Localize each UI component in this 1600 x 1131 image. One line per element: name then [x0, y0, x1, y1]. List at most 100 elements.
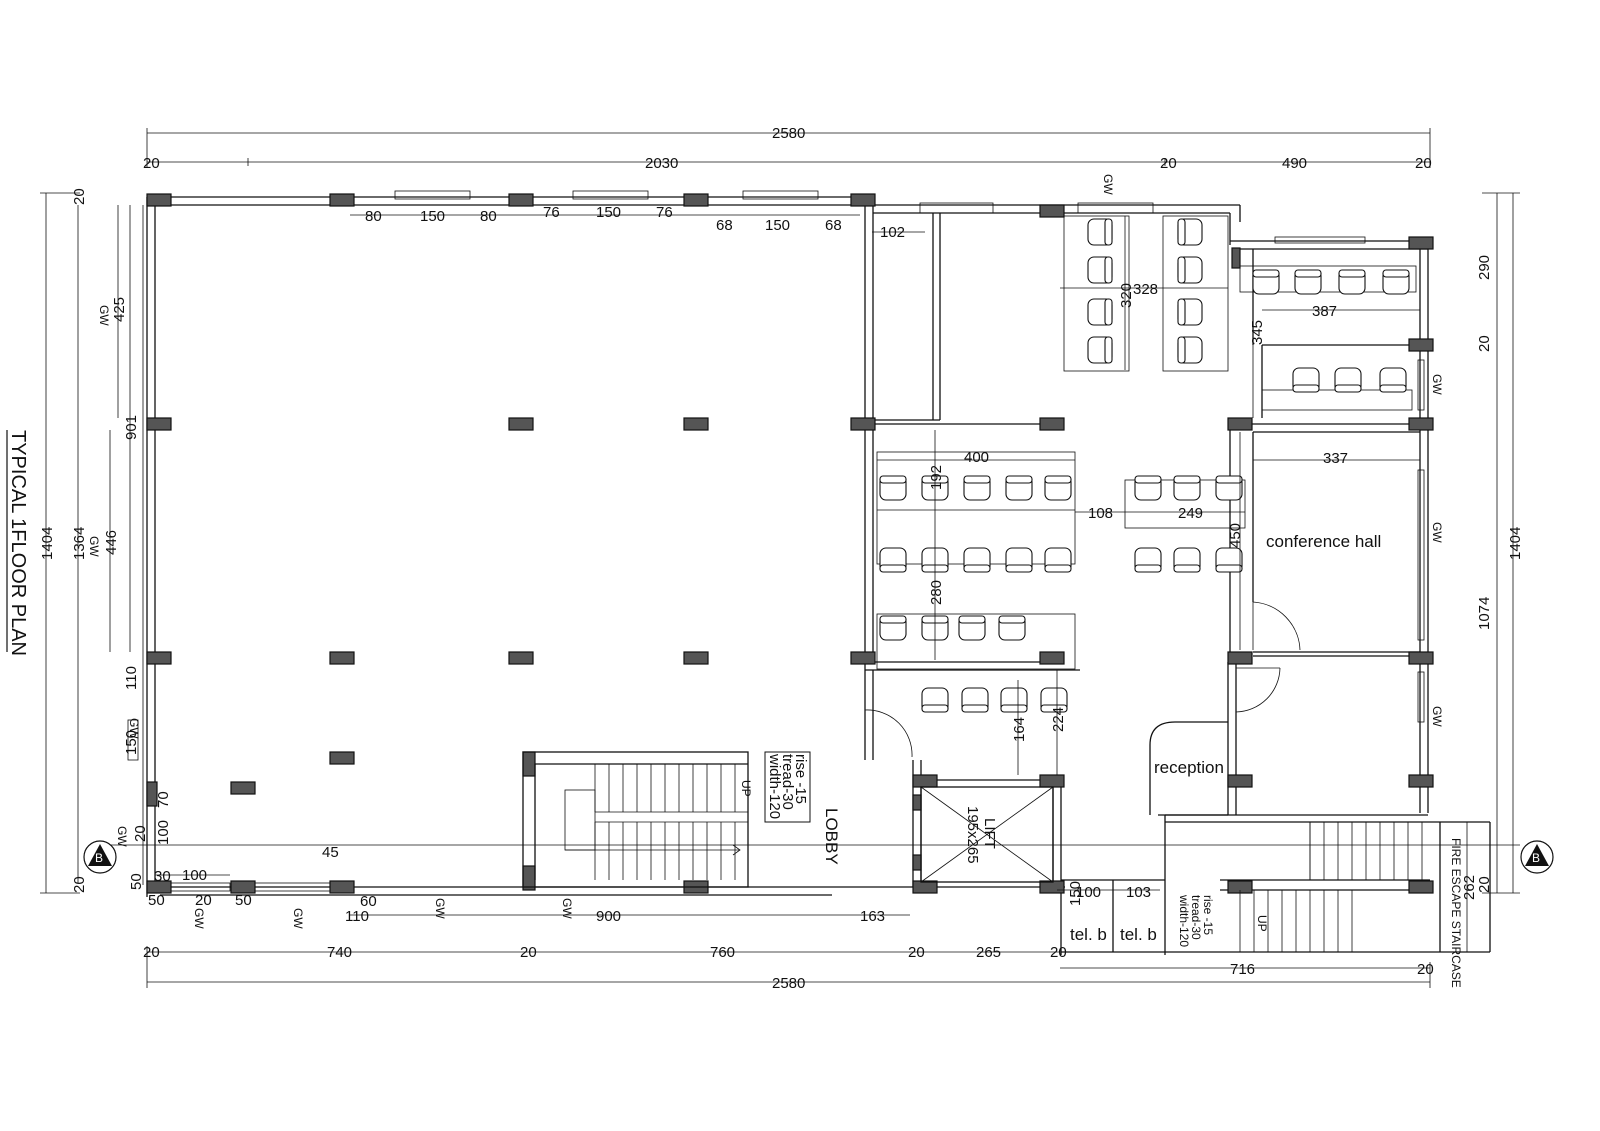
column — [329, 651, 355, 665]
dim-text: 150 — [420, 208, 445, 225]
dim-text: 76 — [543, 204, 560, 221]
column — [1227, 774, 1253, 788]
dim-text: 2580 — [772, 125, 805, 142]
column — [1231, 247, 1241, 269]
dim-text: 20 — [908, 944, 925, 961]
dim-text: 20 — [1415, 155, 1432, 172]
chair-icon — [1177, 336, 1203, 364]
chair-icon — [921, 687, 949, 713]
dim-text: 60 — [360, 893, 377, 910]
section-marker-right: B — [1520, 840, 1554, 874]
dim-text: 400 — [964, 449, 989, 466]
dim-text: 20 — [132, 825, 149, 842]
gw-label: GW — [433, 898, 447, 919]
chair-icon — [1215, 547, 1243, 573]
fire-stair-rise-label: rise -15 — [1201, 895, 1215, 935]
fire-stair-width-label: width-120 — [1177, 894, 1191, 947]
chair-icon — [958, 615, 986, 641]
dim-text: 1074 — [1476, 597, 1493, 630]
column — [508, 193, 534, 207]
chair-icon — [961, 687, 989, 713]
outer-walls — [142, 196, 1491, 955]
lift-shaft — [920, 786, 1054, 883]
chair-icon — [1252, 269, 1280, 295]
dim-text: 150 — [123, 730, 140, 755]
column — [230, 781, 256, 795]
chair-icon — [1040, 687, 1068, 713]
gw-label: GW — [1101, 174, 1115, 195]
column — [1408, 880, 1434, 894]
column — [329, 880, 355, 894]
dim-text: 50 — [128, 873, 145, 890]
column — [683, 651, 709, 665]
dim-text: 20 — [195, 892, 212, 909]
dim-text: 901 — [123, 415, 140, 440]
chair-icon — [1087, 298, 1113, 326]
conference-hall-label: conference hall — [1266, 532, 1381, 551]
dim-text: 20 — [1050, 944, 1067, 961]
gw-label: GW — [87, 536, 101, 557]
column — [850, 193, 876, 207]
column — [146, 193, 172, 207]
dim-text: 80 — [365, 208, 382, 225]
stair-up-label: UP — [739, 780, 753, 797]
plan-title: TYPICAL 1FLOOR PLAN — [6, 430, 29, 656]
gw-label: GW — [1430, 374, 1444, 395]
column — [230, 880, 256, 894]
lift-size-label: 195x265 — [964, 806, 981, 864]
chair-icon — [1173, 547, 1201, 573]
dim-text: 740 — [327, 944, 352, 961]
column — [1408, 651, 1434, 665]
chair-icon — [1334, 367, 1362, 393]
column — [522, 751, 536, 777]
column — [1039, 204, 1065, 218]
column — [146, 880, 172, 894]
chair-icon — [1044, 475, 1072, 501]
chair-icon — [1000, 687, 1028, 713]
workstations — [876, 215, 1417, 670]
dim-text: 387 — [1312, 303, 1337, 320]
dim-text: 249 — [1178, 505, 1203, 522]
dim-text: 224 — [1050, 707, 1067, 732]
dim-text: 20 — [1476, 335, 1493, 352]
chair-icon — [1005, 547, 1033, 573]
column — [850, 417, 876, 431]
doors — [864, 601, 1301, 758]
dim-text: 450 — [1227, 523, 1244, 548]
dim-text: 150 — [596, 204, 621, 221]
column — [1039, 651, 1065, 665]
dim-text: 1364 — [71, 527, 88, 560]
fire-escape-staircase — [1239, 822, 1423, 952]
column — [508, 651, 534, 665]
room-labels: conference hall reception LOBBY LIFT 195… — [739, 532, 1463, 988]
dim-text: 108 — [1088, 505, 1113, 522]
chair-icon — [1379, 367, 1407, 393]
dim-text: 1404 — [39, 527, 56, 560]
dim-text: 328 — [1133, 281, 1158, 298]
dim-text: 110 — [123, 666, 140, 690]
dim-text: 30 — [154, 868, 171, 885]
fire-stair-up-label: UP — [1255, 915, 1269, 932]
column — [1408, 236, 1434, 250]
gw-labels: GW GW GW GW GW GW GW GW GW GW GW GW — [87, 174, 1444, 929]
dim-text: 76 — [656, 204, 673, 221]
column — [1039, 774, 1065, 788]
section-marker-left-label: B — [95, 851, 103, 865]
dim-text: 1404 — [1507, 527, 1524, 560]
dim-text: 110 — [345, 908, 369, 925]
dim-text: 163 — [860, 908, 885, 925]
dim-text: 2580 — [772, 975, 805, 992]
dim-text: 20 — [143, 155, 160, 172]
dim-text: 100 — [155, 820, 172, 845]
dim-text: 425 — [111, 297, 128, 322]
lobby-label: LOBBY — [822, 808, 841, 865]
dim-text: 900 — [596, 908, 621, 925]
dim-text: 100 — [182, 867, 207, 884]
dim-text: 68 — [825, 217, 842, 234]
chair-icon — [1044, 547, 1072, 573]
dim-text: 20 — [1476, 876, 1493, 893]
section-marker-left: B — [83, 840, 117, 874]
windows — [127, 190, 1425, 892]
column — [329, 751, 355, 765]
